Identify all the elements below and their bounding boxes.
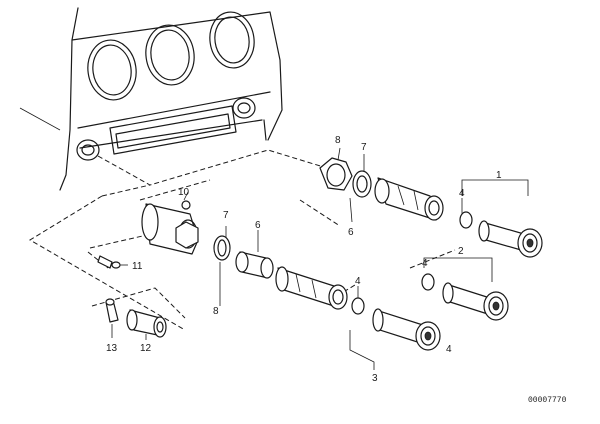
callout-7-lower: 7	[223, 210, 229, 221]
callout-1: 1	[496, 170, 502, 181]
dashed-leaders	[29, 149, 456, 331]
dashboard-panel	[19, 7, 283, 191]
callout-4-middle: 4	[422, 258, 428, 269]
callout-4-side: 4	[446, 344, 452, 355]
part-1-assembly	[459, 179, 543, 258]
small-parts-11-12-13	[97, 255, 167, 340]
callout-12: 12	[140, 343, 152, 354]
callout-8-lower: 8	[213, 306, 219, 317]
callout-labels: 1 2 3 4 4 4 4 6 6 7 7 8 8 10 11 12 13	[106, 135, 502, 384]
callout-10: 10	[178, 187, 190, 198]
drawing-number: 00007770	[528, 396, 567, 405]
part-2-assembly	[421, 257, 509, 321]
callout-8-upper: 8	[335, 135, 341, 146]
callout-4-upper: 4	[459, 188, 465, 199]
callout-13: 13	[106, 343, 118, 354]
callout-4-lower: 4	[355, 276, 361, 287]
callout-6-upper: 6	[348, 227, 354, 238]
part-3-assembly	[349, 286, 441, 370]
callout-3: 3	[372, 373, 378, 384]
callout-2: 2	[458, 246, 464, 257]
main-socket-assembly	[141, 191, 348, 310]
callout-6-lower: 6	[255, 220, 261, 231]
callout-7-upper: 7	[361, 142, 367, 153]
upper-socket-assembly	[319, 147, 444, 223]
callout-11: 11	[132, 261, 143, 272]
